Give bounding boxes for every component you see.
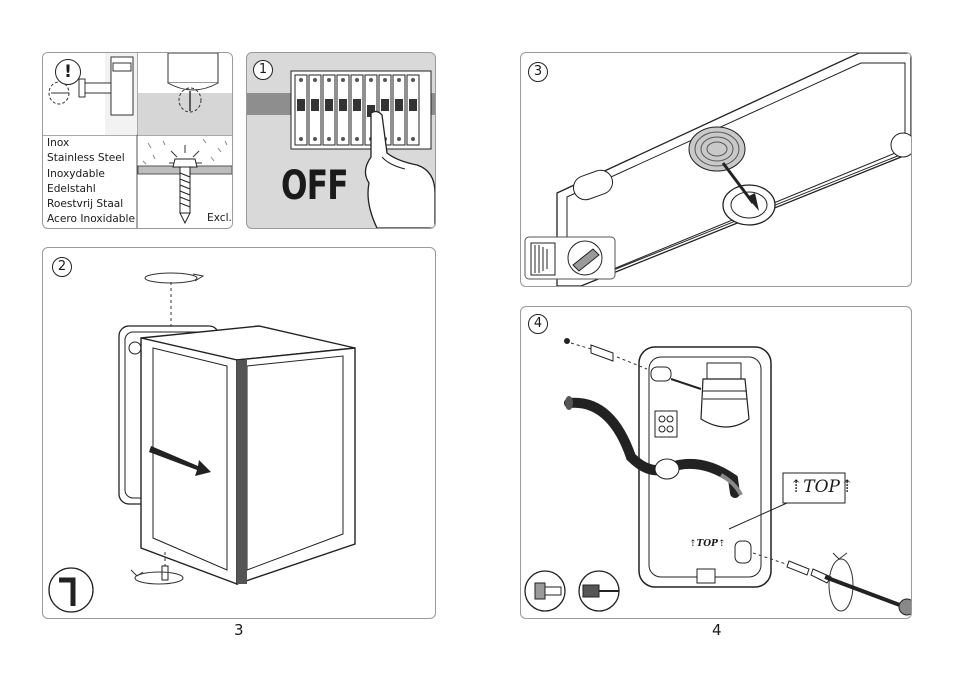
allen-key-icon	[48, 567, 94, 613]
materials-panel: ! Inox Stainless Steel Inoxydable Edelst…	[42, 52, 233, 229]
material-item: Inoxydable	[47, 167, 105, 180]
screwdriver-icon	[824, 575, 911, 616]
material-list: Inox Stainless Steel Inoxydable Edelstah…	[47, 136, 135, 228]
step3-illustration	[556, 53, 911, 286]
step3-panel: 3	[520, 52, 912, 287]
hand-icon	[364, 110, 435, 228]
material-item: Acero Inoxidable	[47, 213, 135, 226]
top-label-small: ⇡TOP⇡	[689, 539, 726, 549]
knife-icon	[524, 236, 616, 280]
material-item: Edelstahl	[47, 182, 96, 195]
page-number-right: 4	[712, 621, 722, 639]
step1-panel: 1 OFF	[246, 52, 436, 229]
warning-icon: !	[55, 59, 81, 85]
step2-number: 2	[52, 257, 72, 277]
excluded-label: Excl.	[207, 212, 232, 224]
step4-illustration	[564, 338, 854, 612]
step3-number: 3	[528, 62, 548, 82]
off-label: OFF	[281, 163, 349, 209]
step2-panel: 2	[42, 247, 436, 619]
step4-panel: 4 ⇡TOP⇡ ⇡TOP⇡	[520, 306, 912, 619]
material-item: Stainless Steel	[47, 152, 125, 165]
step2-illustration	[118, 272, 356, 586]
materials-illustration	[43, 53, 232, 228]
top-label-large: ⇡TOP⇡	[789, 477, 855, 497]
page-number-left: 3	[234, 621, 244, 639]
material-item: Roestvrij Staal	[47, 198, 124, 211]
step4-number: 4	[528, 314, 548, 334]
wall-plug-icon	[524, 570, 620, 612]
cable-gland-icon	[688, 126, 759, 211]
material-item: Inox	[47, 137, 70, 149]
step1-number: 1	[253, 60, 273, 80]
